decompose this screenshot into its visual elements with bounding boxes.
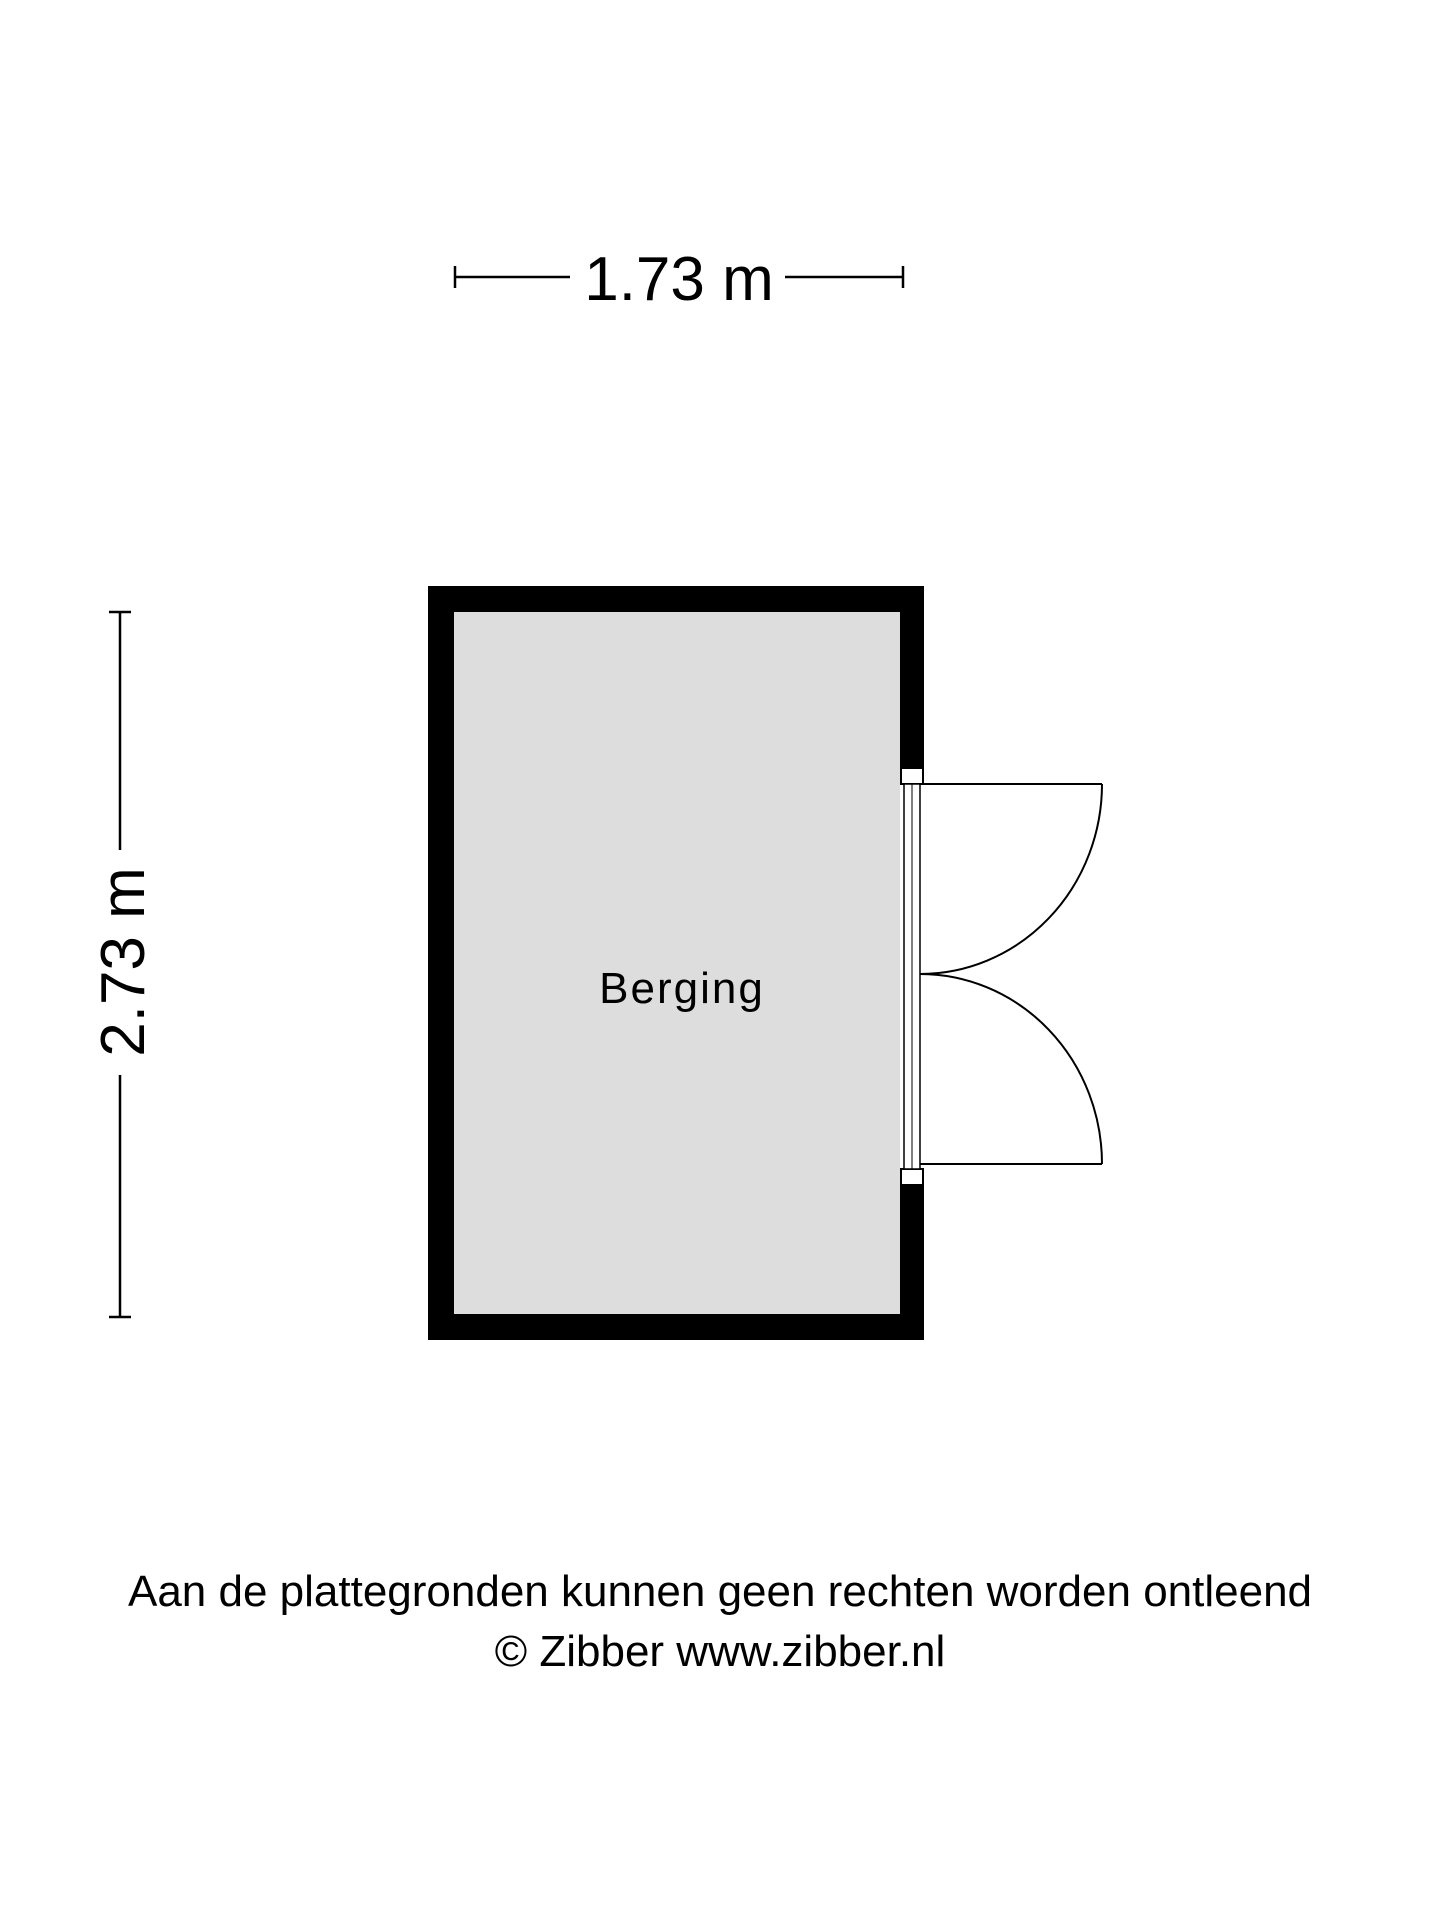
- room-floor: [454, 612, 900, 1314]
- disclaimer-text: Aan de plattegronden kunnen geen rechten…: [127, 1567, 1313, 1616]
- door-swing-upper: [919, 783, 1103, 975]
- door-jamb-top: [900, 767, 924, 785]
- wall-left: [428, 586, 454, 1340]
- room-berging: Berging: [428, 586, 1103, 1340]
- door-frame: [900, 767, 924, 1186]
- height-dimension-label: 2.73 m: [89, 867, 158, 1057]
- wall-right-lower: [900, 1185, 924, 1340]
- width-dimension: 1.73 m: [453, 245, 905, 314]
- width-dimension-label: 1.73 m: [584, 245, 774, 314]
- door-jamb-bottom: [900, 1168, 924, 1186]
- double-door: [919, 783, 1103, 1165]
- copyright-text: © Zibber www.zibber.nl: [494, 1627, 946, 1676]
- wall-bottom: [428, 1314, 924, 1340]
- wall-top: [428, 586, 924, 612]
- height-dimension: 2.73 m: [89, 610, 158, 1319]
- room-label: Berging: [599, 964, 765, 1013]
- wall-right-upper: [900, 586, 924, 768]
- door-swing-lower: [919, 973, 1103, 1165]
